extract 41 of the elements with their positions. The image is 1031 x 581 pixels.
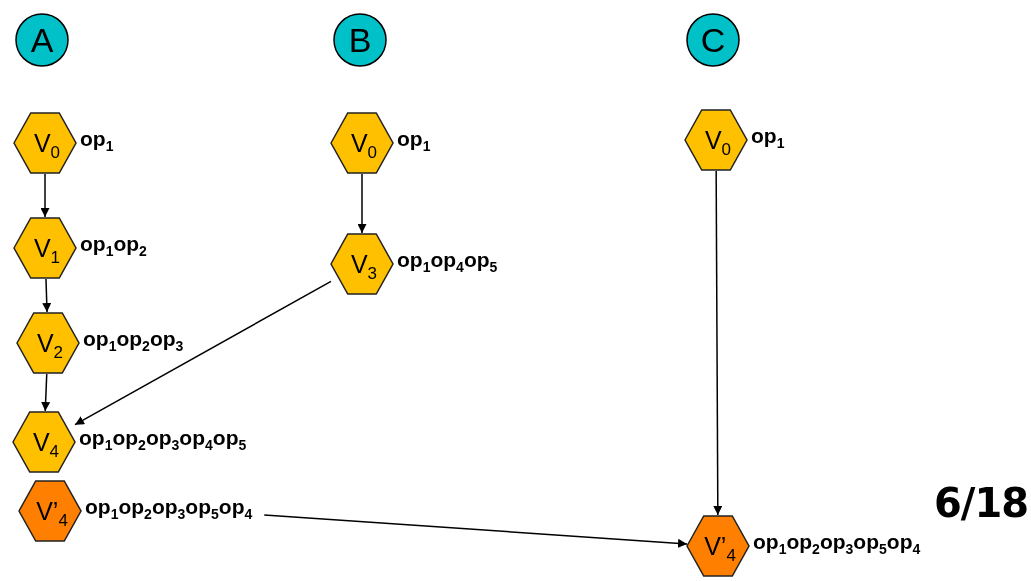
hexagon-node: [13, 411, 75, 473]
operation-sequence: op$_{1}$op$_{2}$op$_{3}$op$_{5}$op$_{4}$: [753, 530, 921, 554]
arrow: [40, 173, 50, 218]
hexagon-node: [687, 515, 749, 577]
operation-sequence: op$_{1}$op$_{2}$: [80, 232, 147, 256]
hexagon-node: [17, 312, 79, 374]
node-label: V$_{2}$: [35, 328, 64, 358]
arrow: [74, 280, 332, 426]
operation-sequence: op$_{1}$op$_{2}$op$_{3}$op$_{5}$op$_{4}$: [85, 495, 253, 519]
node-label: V$_{0}$: [703, 125, 732, 155]
hexagon-node: [14, 112, 76, 174]
operation-sequence: op$_{1}$op$_{4}$op$_{5}$: [397, 248, 498, 272]
operation-sequence: op$_{1}$: [751, 124, 785, 148]
arrow: [713, 170, 723, 516]
letter-circle: [333, 13, 387, 67]
arrow: [263, 514, 688, 548]
operation-sequence: op$_{1}$op$_{2}$op$_{3}$: [83, 327, 184, 351]
operation-sequence: op$_{1}$: [397, 127, 431, 151]
letter-circle: [15, 13, 69, 67]
node-label: V$_{0}$: [32, 128, 61, 158]
hexagon-node: [685, 109, 747, 171]
node-label: V$_{4}$: [31, 427, 60, 457]
arrow: [357, 173, 367, 234]
hexagon-node: [19, 480, 81, 542]
node-label: V’$_{4}$: [35, 496, 68, 526]
hexagon-node: [14, 217, 76, 279]
node-letter: C: [700, 20, 726, 60]
operation-sequence: op$_{1}$op$_{2}$op$_{3}$op$_{4}$op$_{5}$: [79, 426, 247, 450]
letter-circle: [686, 13, 740, 67]
node-label: V’$_{4}$: [703, 531, 736, 561]
node-label: V$_{1}$: [32, 233, 61, 263]
arrow: [42, 278, 52, 313]
node-label: V$_{0}$: [349, 128, 378, 158]
operation-sequence: op$_{1}$: [80, 127, 114, 151]
hexagon-node: [331, 233, 393, 295]
page-number: 6/18: [934, 480, 1029, 526]
hexagon-node: [331, 112, 393, 174]
node-letter: B: [348, 20, 372, 60]
node-label: V$_{3}$: [349, 249, 378, 279]
arrow: [41, 373, 51, 412]
node-letter: A: [30, 20, 54, 60]
